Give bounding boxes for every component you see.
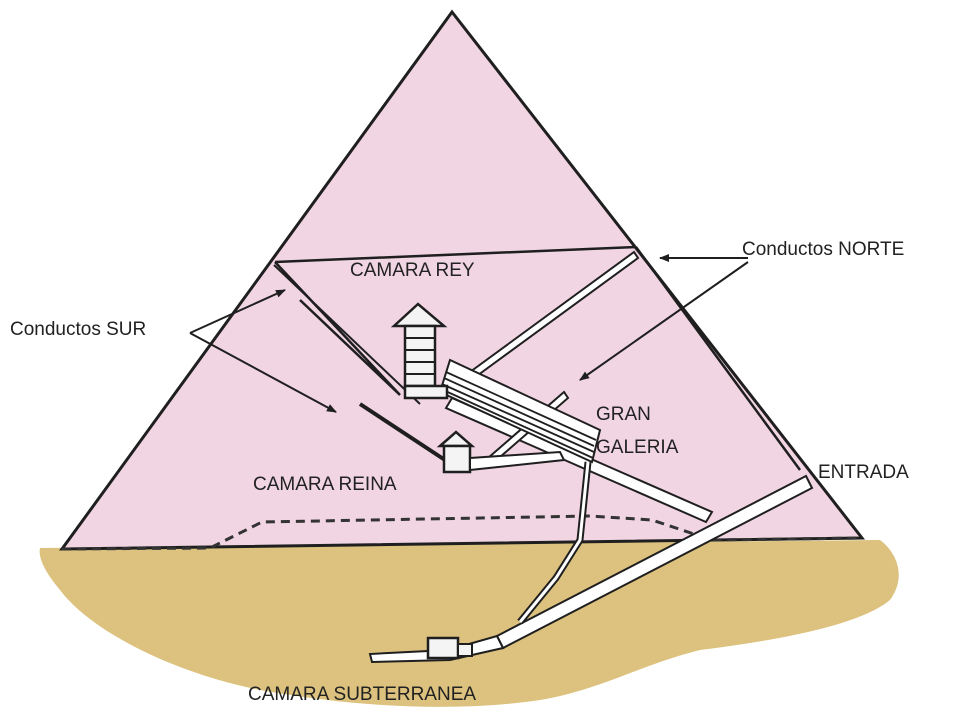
label-camara-subterranea: CAMARA SUBTERRANEA: [248, 684, 476, 705]
arrow-sur-lower: [189, 332, 337, 413]
label-camara-rey: CAMARA REY: [350, 260, 475, 281]
label-gran: GRAN: [596, 404, 651, 425]
label-galeria: GALERIA: [596, 437, 679, 458]
ascending-passage: [444, 396, 714, 524]
queen-chamber: [436, 430, 566, 474]
label-conductos-norte: Conductos NORTE: [742, 239, 904, 260]
queen-chamber-corridor: [469, 450, 566, 472]
inner-structure-line-low: [273, 264, 421, 405]
grand-gallery-lines: [440, 371, 597, 459]
label-conductos-sur: Conductos SUR: [10, 319, 146, 340]
south-shaft-queen: [358, 402, 447, 462]
ground-area: [39, 540, 899, 707]
pointer-arrows: [189, 254, 749, 413]
label-camara-reina: CAMARA REINA: [253, 474, 397, 495]
inner-structure-line-top: [274, 245, 637, 264]
king-chamber: [390, 302, 449, 400]
subterranean-chamber: [426, 636, 473, 660]
well-shaft-inner: [518, 461, 590, 623]
label-entrada: ENTRADA: [818, 462, 909, 483]
arrow-sur-upper: [189, 289, 286, 334]
inner-structure-line-right: [634, 246, 802, 471]
arrow-norte-lower: [579, 261, 749, 381]
